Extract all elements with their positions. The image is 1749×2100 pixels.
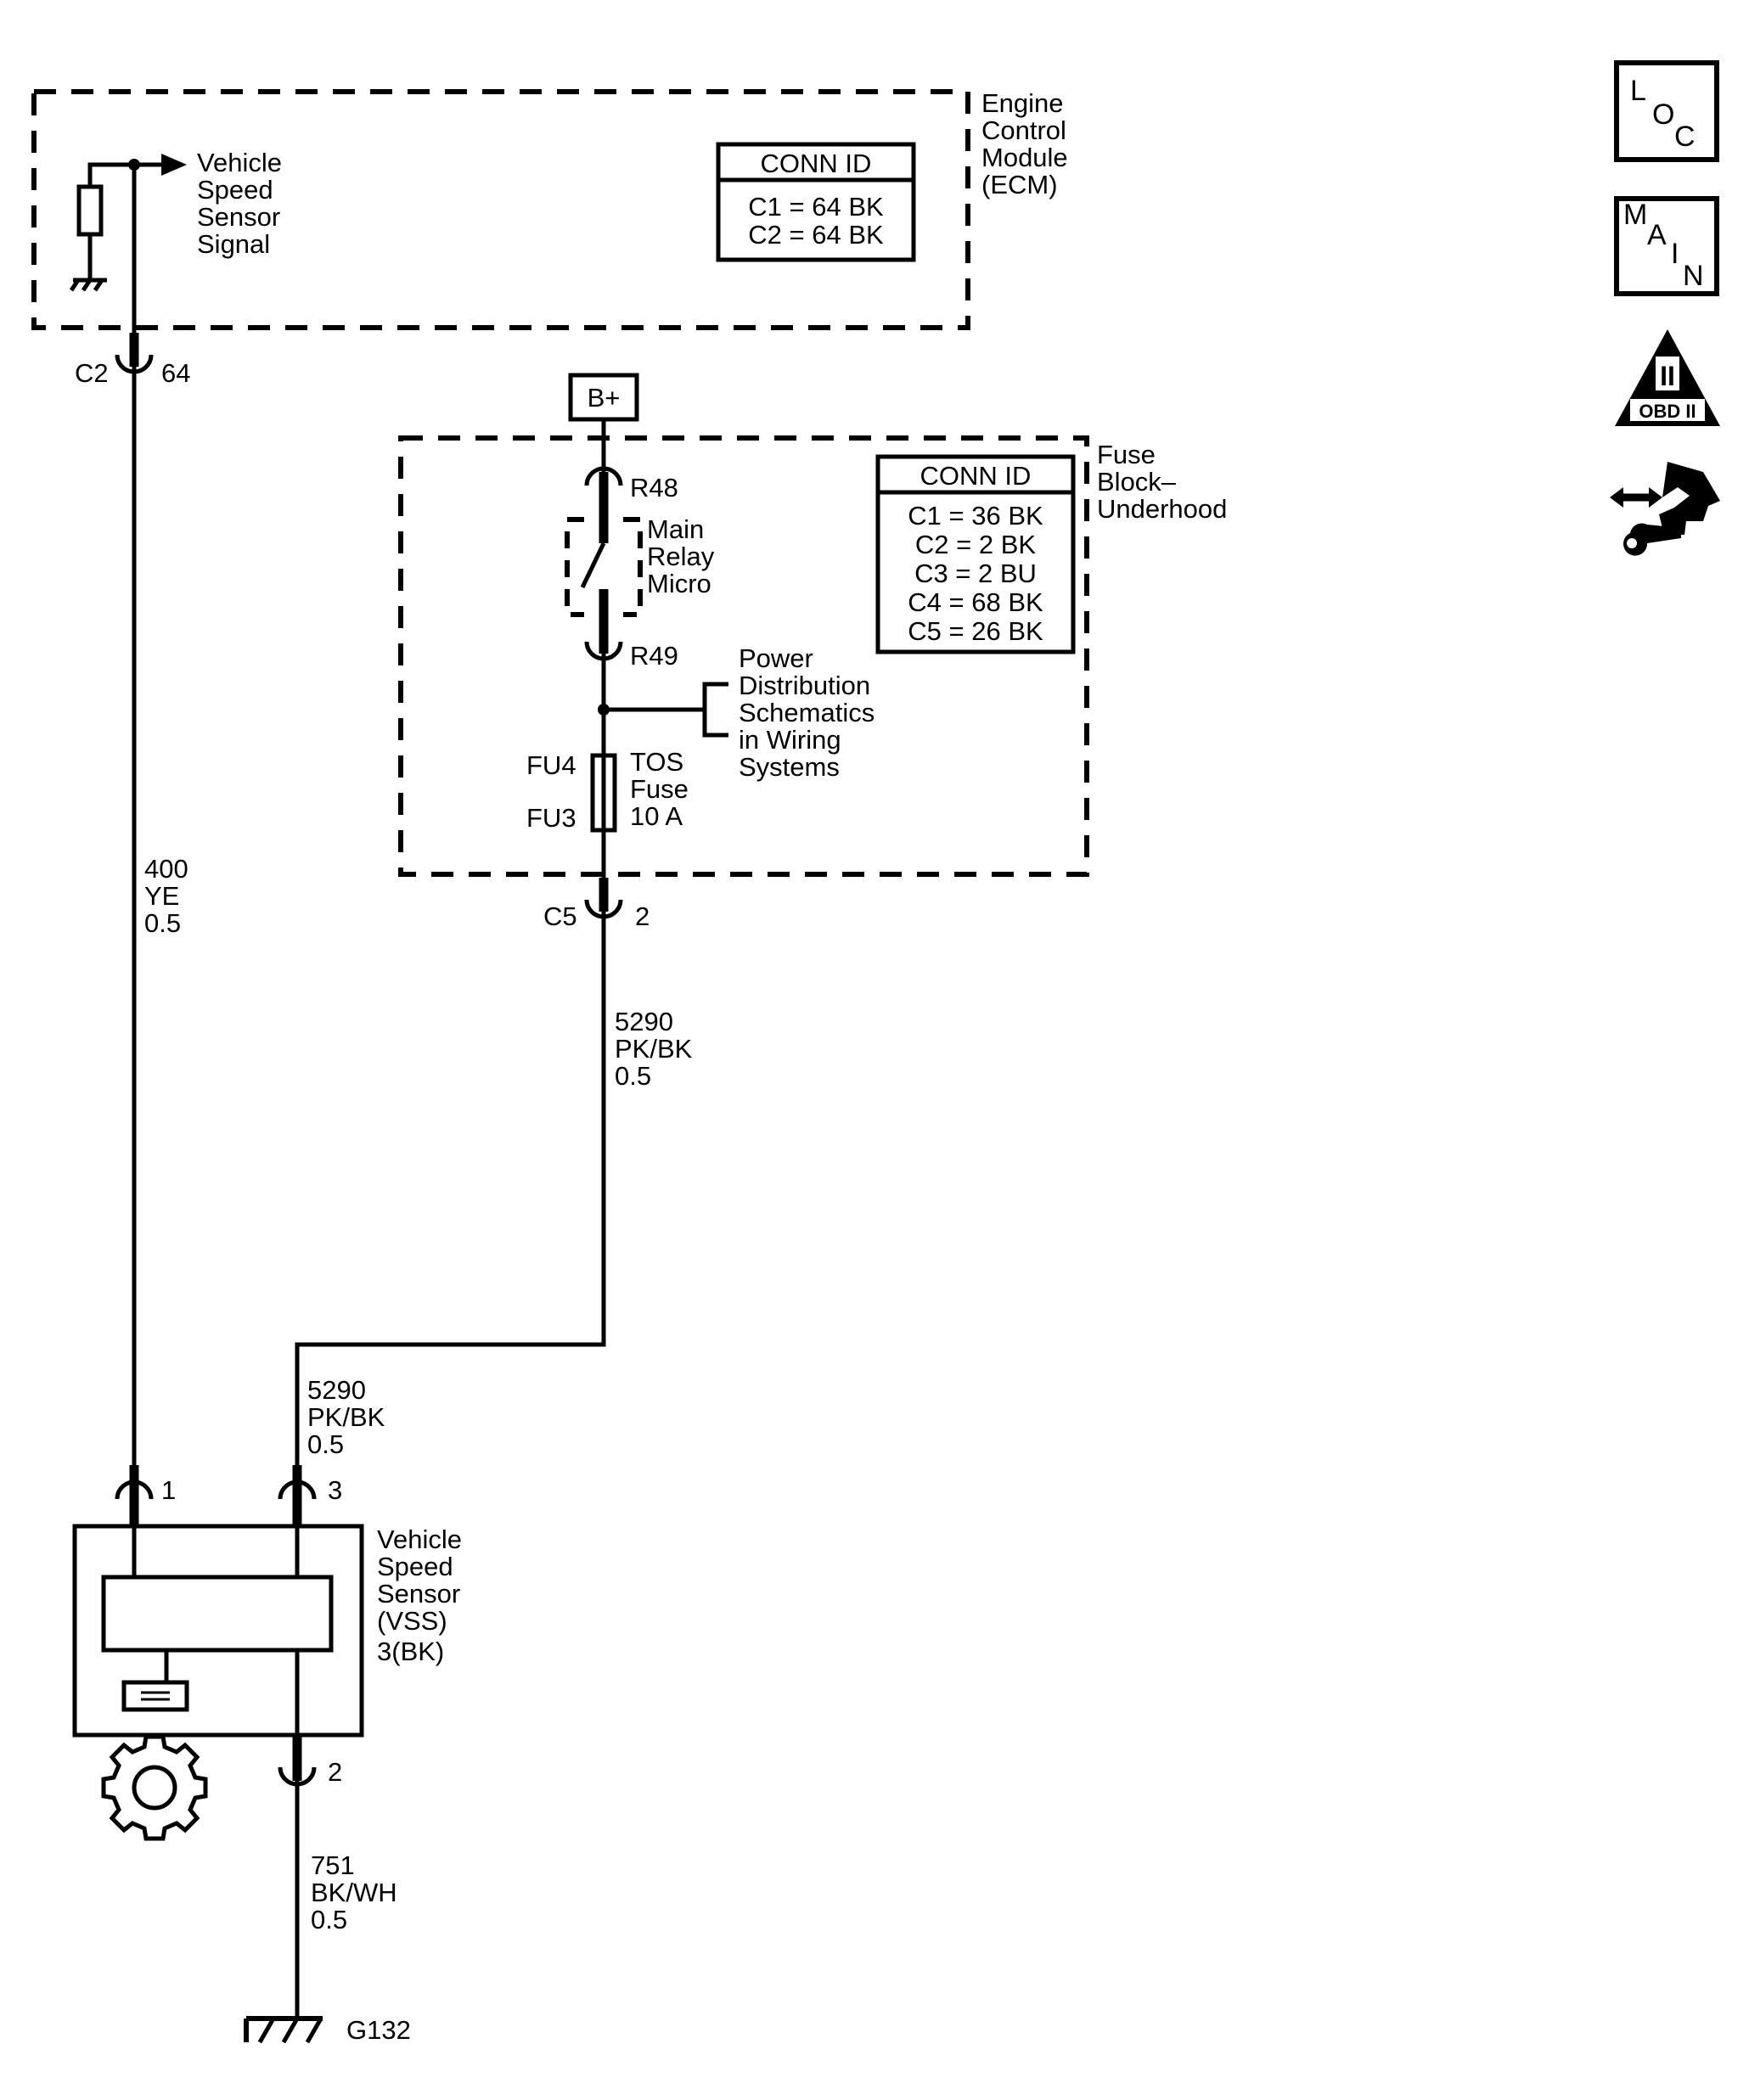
fuse-block-underhood: Fuse Block– Underhood CONN ID C1 = 36 BK… xyxy=(398,435,1227,900)
fuse-block-name: Fuse Block– Underhood xyxy=(1097,440,1227,524)
ecm-boundary xyxy=(31,89,970,330)
relay-label: Main Relay Micro xyxy=(647,514,722,598)
relay-terminal-r49: R49 xyxy=(584,637,678,671)
wire-label-power-upper: 5290 PK/BK 0.5 xyxy=(615,1007,700,1091)
ecm-internal-circuit xyxy=(69,154,187,333)
relay-terminal-r48: R48 xyxy=(584,466,678,518)
vehicle-speed-sensor: 1 3 Vehicle Speed Sensor (VSS) 3(BK) 2 xyxy=(72,1465,470,1787)
wire-label-ground: 751 BK/WH 0.5 xyxy=(311,1850,404,1934)
svg-text:2: 2 xyxy=(635,901,650,931)
fuse-block-conn-id-table: CONN ID C1 = 36 BK C2 = 2 BK C3 = 2 BU C… xyxy=(875,454,1076,654)
wire-label-power-lower: 5290 PK/BK 0.5 xyxy=(307,1375,392,1459)
magnetic-pickup-icon xyxy=(121,1680,189,1712)
svg-text:OBD II: OBD II xyxy=(1639,401,1696,422)
conn-id-row: C5 = 26 BK xyxy=(908,616,1043,646)
svg-text:A: A xyxy=(1647,219,1667,251)
svg-text:M: M xyxy=(1623,199,1647,231)
fuse-label: TOS Fuse 10 A xyxy=(630,747,696,831)
svg-text:O: O xyxy=(1652,98,1674,131)
fuse-block-connector-c5: C5 2 xyxy=(543,878,650,931)
pull-up-resistor xyxy=(76,184,104,237)
conn-id-header: CONN ID xyxy=(761,149,872,178)
svg-text:2: 2 xyxy=(328,1757,342,1787)
conn-id-row: C4 = 68 BK xyxy=(908,587,1043,617)
svg-text:FU3: FU3 xyxy=(526,803,576,833)
reference-bracket xyxy=(702,682,728,738)
obd-ii-button[interactable]: II OBD II xyxy=(1615,329,1720,426)
svg-text:II: II xyxy=(1660,361,1675,391)
ecm-module: Engine Control Module (ECM) Vehicle Spee… xyxy=(31,88,1075,333)
tos-fuse: FU4 FU3 TOS Fuse 10 A xyxy=(526,747,696,833)
svg-text:C5: C5 xyxy=(543,901,577,931)
svg-text:R48: R48 xyxy=(630,473,678,503)
gear-icon xyxy=(101,1734,208,1841)
main-button[interactable]: M A I N xyxy=(1614,196,1719,296)
ecm-name: Engine Control Module (ECM) xyxy=(981,88,1075,199)
svg-text:3: 3 xyxy=(328,1475,342,1505)
svg-text:L: L xyxy=(1630,75,1646,107)
svg-text:I: I xyxy=(1671,238,1679,270)
vss-name: Vehicle Speed Sensor (VSS) 3(BK) xyxy=(377,1524,470,1666)
battery-label: B+ xyxy=(588,383,621,413)
service-precautions-icon[interactable] xyxy=(1610,462,1720,556)
ground-id: G132 xyxy=(346,2015,411,2045)
svg-text:1: 1 xyxy=(161,1475,176,1505)
fuse-block-boundary xyxy=(398,435,1089,877)
wire-5290-pk-bk xyxy=(295,912,606,1465)
main-relay-micro: Main Relay Micro xyxy=(565,514,722,637)
svg-text:FU4: FU4 xyxy=(526,750,576,780)
svg-text:N: N xyxy=(1683,260,1704,292)
chassis-ground-icon xyxy=(69,278,107,292)
loc-button[interactable]: L O C xyxy=(1614,60,1719,162)
wire-label-signal: 400 YE 0.5 xyxy=(144,854,195,938)
signal-arrow-icon xyxy=(161,154,187,176)
svg-text:C: C xyxy=(1674,121,1696,153)
conn-id-row: C1 = 36 BK xyxy=(908,501,1043,531)
vehicle-speed-sensor-signal-label: Vehicle Speed Sensor Signal xyxy=(197,148,290,259)
conn-id-row: C3 = 2 BU xyxy=(914,559,1037,588)
svg-text:R49: R49 xyxy=(630,641,678,671)
vss-sensor-element xyxy=(101,1575,334,1653)
conn-id-header: CONN ID xyxy=(920,461,1032,491)
relay-switch-contact xyxy=(580,542,606,589)
ground-g132: G132 xyxy=(244,2015,411,2045)
battery-positive: B+ xyxy=(568,373,639,472)
conn-id-row: C2 = 64 BK xyxy=(748,220,884,250)
conn-id-row: C1 = 64 BK xyxy=(748,192,884,222)
ecm-conn-id-table: CONN ID C1 = 64 BK C2 = 64 BK xyxy=(716,142,916,262)
conn-id-row: C2 = 2 BK xyxy=(915,530,1036,559)
connector-id: C2 xyxy=(75,358,109,388)
connector-pin: 64 xyxy=(161,358,190,388)
power-distribution-reference: Power Distribution Schematics in Wiring … xyxy=(739,643,882,782)
ecm-connector-c2: C2 64 xyxy=(75,333,190,388)
